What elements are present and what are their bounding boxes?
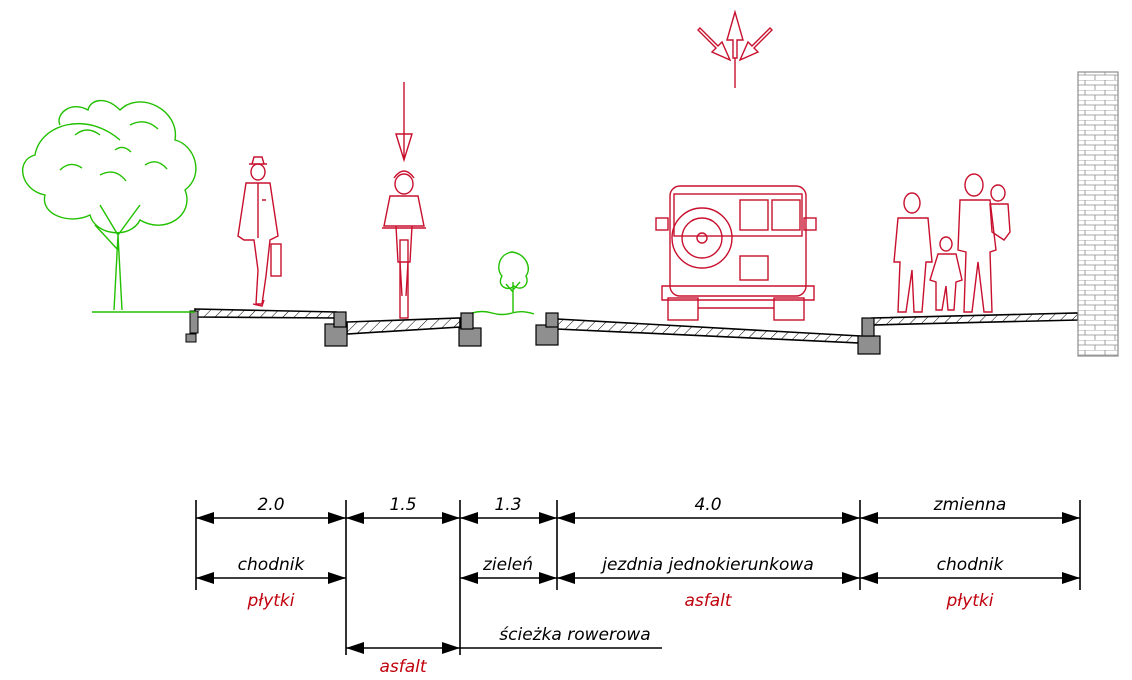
building-wall [1077,71,1119,357]
right-sidewalk-surface [871,312,1079,326]
label-chodnik-right: chodnik [937,555,1005,575]
pedestrian-figure [237,156,282,307]
label-plytki-left: płytki [247,591,295,611]
label-sciezka: ścieżka rowerowa [499,625,650,645]
left-sidewalk-surface [194,308,337,319]
tree-icon [22,99,197,311]
dimension-lines [195,500,1081,655]
ground-section [92,308,1079,344]
bike-path-surface [346,317,461,335]
dimension-value: 4.0 [694,495,721,515]
small-tree-icon [498,251,530,312]
curbs [324,311,881,355]
cyclist-figure [382,82,426,319]
dimension-value: 1.3 [494,495,521,515]
label-asfalt-road: asfalt [684,591,732,611]
label-plytki-right: płytki [946,591,994,611]
direction-arrows-icon [697,9,773,88]
dimension-value: 2.0 [257,495,284,515]
label-zielen: zieleń [482,555,533,575]
family-figures [893,173,1011,313]
label-jezdnia: jezdnia jednokierunkowa [600,555,814,575]
dimension-value: zmienna [933,495,1007,515]
label-chodnik-left: chodnik [238,555,306,575]
dimension-value: 1.5 [389,495,416,515]
road-surface [556,318,861,344]
vehicle-figure [655,185,817,321]
label-asfalt-bike: asfalt [379,657,427,677]
